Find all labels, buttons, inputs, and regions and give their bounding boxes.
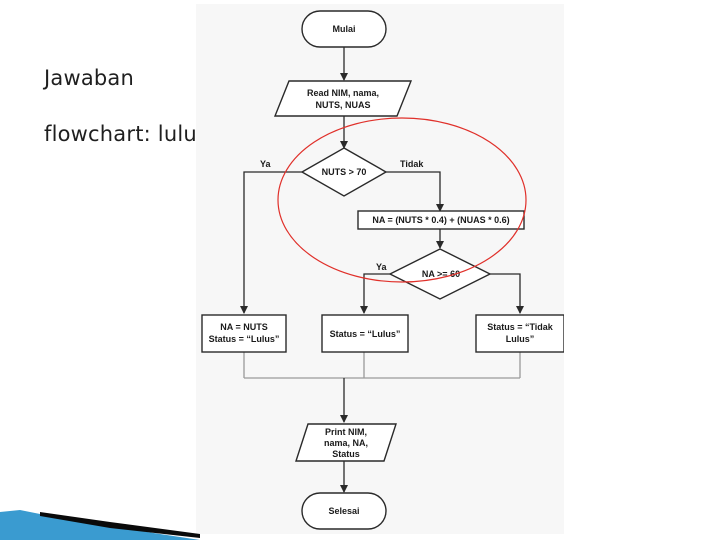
flowchart-diagram: Mulai Read NIM, nama, NUTS, NUAS NUTS > … (201, 10, 565, 530)
corner-decoration (0, 510, 200, 540)
highlight-ellipse (277, 117, 527, 283)
process-na-nuts-line-2: Status = “Lulus” (209, 334, 280, 344)
output-label-line-2: nama, NA, (324, 438, 368, 448)
process-na-nuts (201, 314, 287, 353)
input-parallelogram (273, 80, 413, 117)
process-status-lulus-label: Status = “Lulus” (330, 329, 401, 339)
input-label-line-1: Read NIM, nama, (307, 88, 379, 98)
process-status-tidak-lulus (475, 314, 565, 353)
edge-decision1-no (386, 171, 444, 212)
compute-na-label: NA = (NUTS * 0.4) + (NUAS * 0.6) (372, 215, 509, 225)
decision-nuts-no-label: Tidak (400, 159, 424, 169)
edge-decision2-no (490, 273, 524, 314)
process-na-nuts-line-1: NA = NUTS (220, 322, 267, 332)
edge-decision1-yes (240, 171, 302, 314)
end-terminator (301, 492, 387, 530)
output-parallelogram (295, 423, 397, 462)
output-label-line-1: Print NIM, (325, 427, 367, 437)
output-label-line-3: Status (332, 449, 360, 459)
start-label: Mulai (332, 24, 355, 34)
process-status-lulus (321, 314, 409, 353)
end-label: Selesai (328, 506, 359, 516)
compute-na-process (357, 210, 525, 230)
process-status-tidak-lulus-line-1: Status = “Tidak (487, 322, 554, 332)
start-terminator (301, 10, 387, 48)
flowchart-figure: Mulai Read NIM, nama, NUTS, NUAS NUTS > … (196, 4, 565, 534)
slide-title-line-2: flowchart: lulus (44, 122, 209, 146)
slide-title: Jawaban flowchart: lulus (44, 36, 208, 176)
decision-na-yes-label: Ya (376, 262, 388, 272)
slide-title-line-1: Jawaban (44, 66, 135, 90)
input-label-line-2: NUTS, NUAS (315, 100, 370, 110)
decision-nuts-diamond (300, 147, 388, 197)
decision-na-diamond (388, 248, 492, 300)
decision-na-label: NA >= 60 (422, 269, 460, 279)
edge-decision2-yes (360, 273, 390, 314)
process-status-tidak-lulus-line-2: Lulus” (506, 334, 535, 344)
corner-black-swoosh (40, 512, 200, 538)
decision-nuts-label: NUTS > 70 (322, 167, 367, 177)
decision-nuts-yes-label: Ya (260, 159, 272, 169)
